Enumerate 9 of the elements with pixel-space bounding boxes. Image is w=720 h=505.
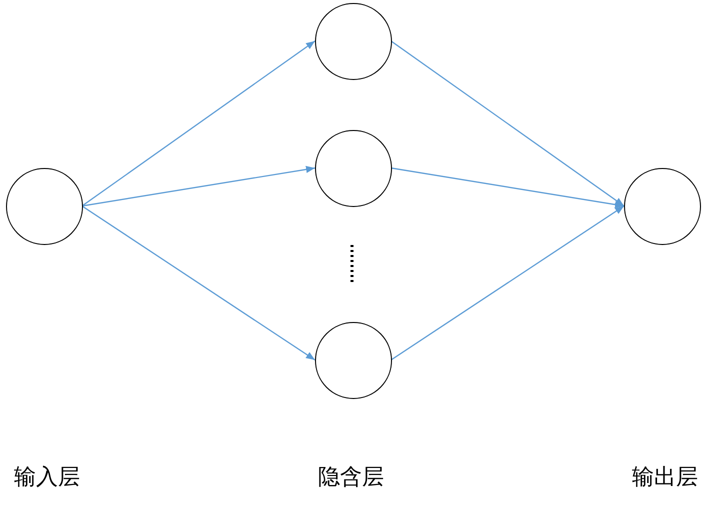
arrow (390, 167, 624, 208)
layer-label: 隐含层 (318, 463, 384, 491)
arrow (82, 206, 316, 360)
arrow (390, 40, 624, 206)
arrow (82, 40, 316, 206)
layer-label: 输出层 (632, 463, 698, 491)
layer-label: 输入层 (14, 463, 80, 491)
arrow (82, 166, 316, 207)
arrow (390, 206, 624, 360)
